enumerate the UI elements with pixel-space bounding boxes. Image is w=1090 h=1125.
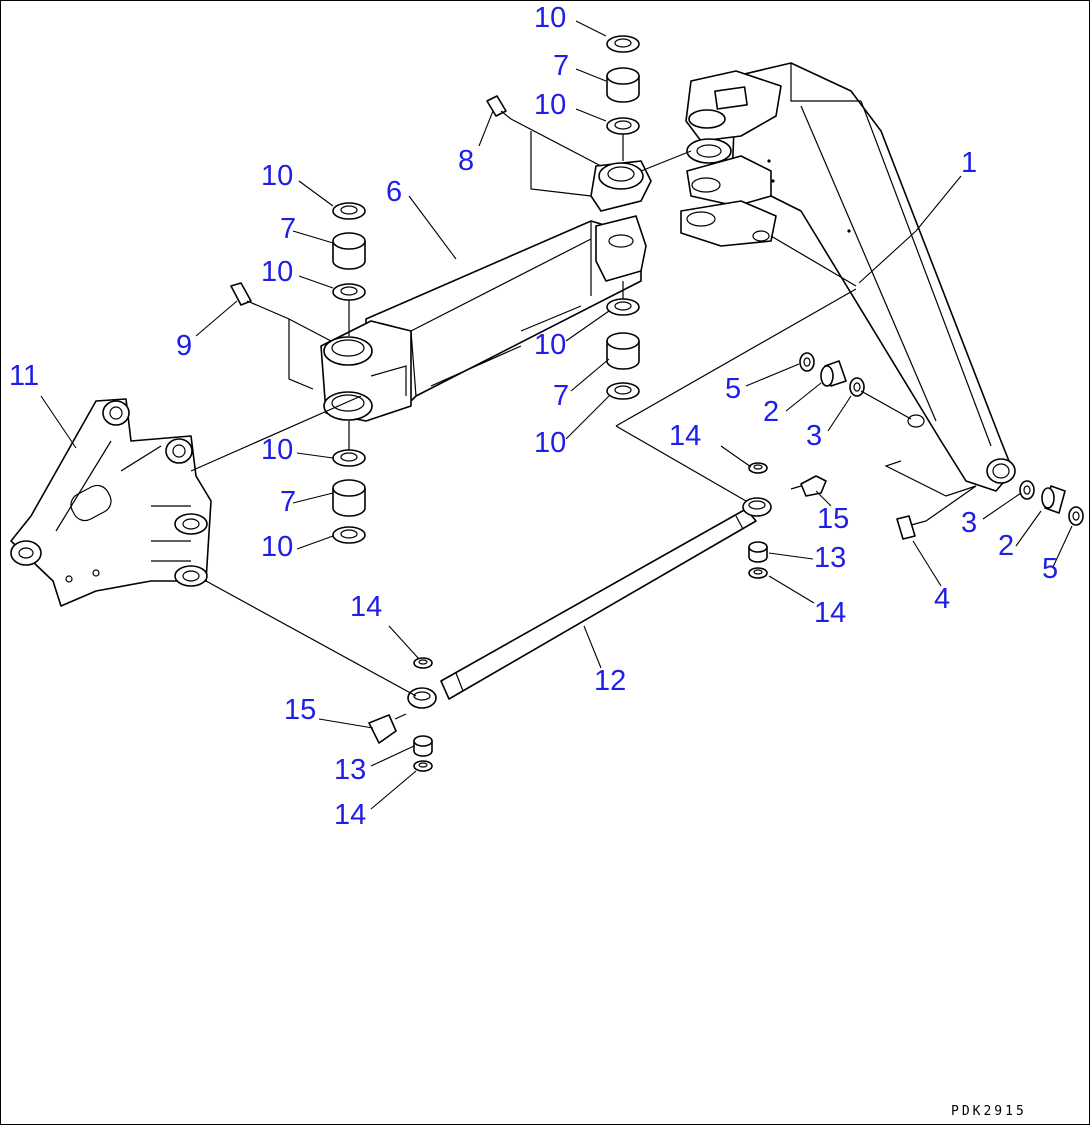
pin-set-lower	[1019, 480, 1084, 526]
callout-3-b: 3	[961, 507, 978, 539]
callout-8: 8	[458, 145, 475, 177]
grease-fitting-9	[230, 282, 260, 307]
mounting-bracket	[10, 398, 212, 607]
callout-10-e: 10	[261, 434, 294, 466]
callout-5-a: 5	[725, 373, 742, 405]
callout-5-b: 5	[1042, 553, 1059, 585]
callout-14-b: 14	[814, 597, 847, 629]
callout-10-c: 10	[261, 160, 294, 192]
grease-fitting-15-right	[790, 475, 827, 497]
rod-end-hardware-left	[413, 657, 433, 772]
callout-10-b: 10	[534, 89, 567, 121]
callout-3-a: 3	[806, 420, 823, 452]
grease-fitting-15-left	[368, 713, 407, 744]
callout-7-d: 7	[553, 380, 570, 412]
callout-15-b: 15	[284, 694, 317, 726]
callout-10-f: 10	[261, 531, 294, 563]
callout-10-a: 10	[534, 2, 567, 34]
callout-2-b: 2	[998, 530, 1015, 562]
callout-15-a: 15	[817, 503, 850, 535]
callout-14-d: 14	[334, 799, 367, 831]
callout-7-b: 7	[280, 213, 297, 245]
bushing-stack-bottom-left	[332, 449, 366, 544]
boom-arm	[680, 62, 1016, 497]
callout-13-a: 13	[814, 542, 847, 574]
callout-13-b: 13	[334, 754, 367, 786]
assembly-lines	[190, 118, 977, 697]
bushing-stack-top-left	[332, 202, 366, 301]
callout-12: 12	[594, 665, 627, 697]
bushing-stack-top-right	[606, 35, 640, 135]
rod-end-hardware-right	[748, 462, 768, 579]
grease-fitting-4	[896, 515, 927, 540]
callout-10-h: 10	[534, 427, 567, 459]
callout-10-d: 10	[261, 256, 294, 288]
bushing-stack-bottom-right	[606, 298, 640, 400]
drawing-code: PDK2915	[951, 1104, 1027, 1119]
callout-14-c: 14	[350, 591, 383, 623]
callout-7-a: 7	[553, 50, 570, 82]
callout-2-a: 2	[763, 396, 780, 428]
callout-6: 6	[386, 176, 403, 208]
callout-4: 4	[934, 583, 951, 615]
callout-11: 11	[9, 360, 40, 392]
callout-7-c: 7	[280, 486, 297, 518]
connecting-rod	[407, 497, 772, 709]
callout-9: 9	[176, 330, 193, 362]
callout-14-a: 14	[669, 420, 702, 452]
pin-set-upper	[799, 352, 865, 397]
callout-10-g: 10	[534, 329, 567, 361]
leader-lines	[40, 20, 1073, 810]
callout-1: 1	[961, 147, 978, 179]
arm-link	[288, 131, 652, 422]
